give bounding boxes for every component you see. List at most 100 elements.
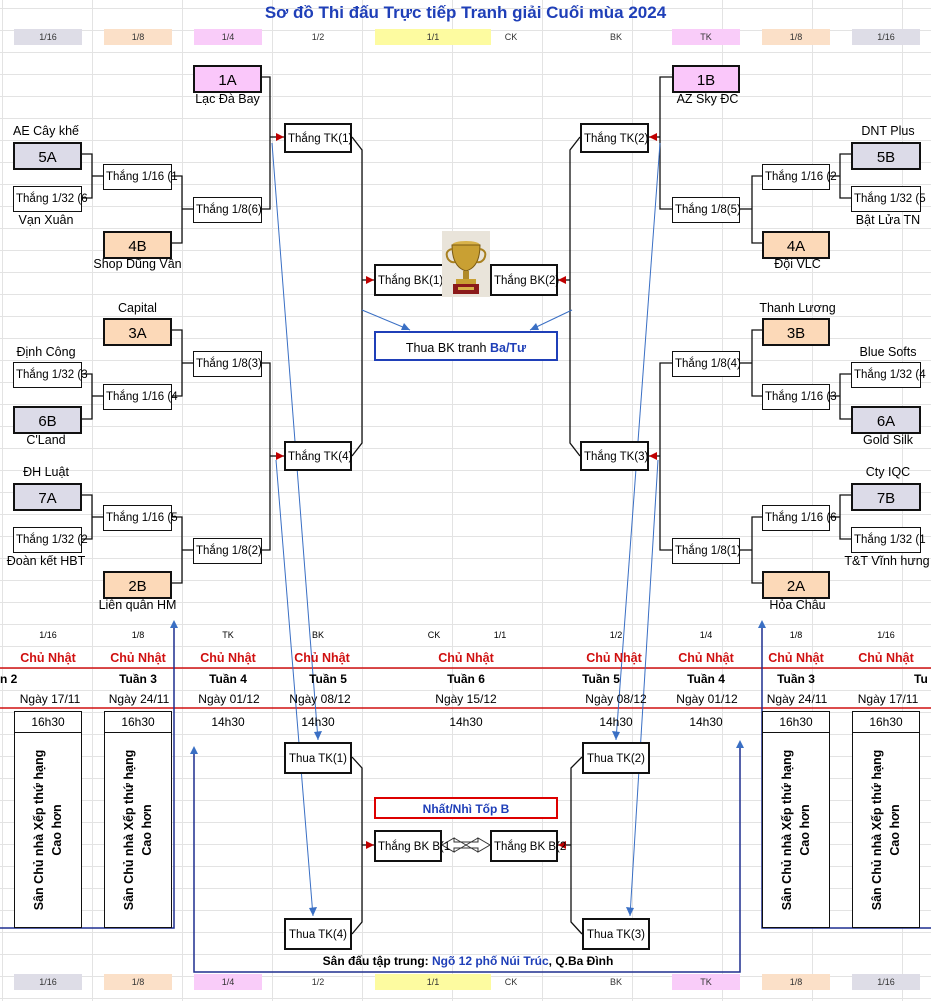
slot-box: Thắng BK(1) [374,264,444,296]
slot-box: Thắng 1/16 (2 [762,164,837,190]
team-label: Hỏa Châu [769,598,826,612]
seed-box: 2B [103,571,172,599]
venue-note: Sân Chủ nhà Xếp thứ hạng Cao hơn [122,749,154,911]
slot-box: Thắng 1/16 (3 [762,384,837,410]
team-label: T&T Vĩnh hưng [844,554,930,568]
round-code: 1/16 [39,630,57,640]
week-label: Tu [914,672,928,686]
date-label: Ngày 24/11 [766,692,828,706]
slot-box: Thắng 1/8(1) [672,538,741,564]
seed-box: 7B [851,483,921,511]
third-place-box: Thua BK tranh Ba/Tư [374,331,558,361]
team-label: Đội VLC [774,257,821,271]
slot-box: Thắng TK(2) [580,123,649,153]
round-code: 1/8 [131,630,145,640]
venue-note-box: Sân Chủ nhà Xếp thứ hạng Cao hơn [104,733,172,928]
slot-box: Thắng 1/8(2) [193,538,262,564]
seed-box: 5B [851,142,921,170]
week-label: n 2 [0,672,18,686]
round-code: 1/8 [789,630,803,640]
round-header: 1/4 [194,29,262,45]
team-label: ĐH Luật [23,465,69,479]
seed-box: 4B [103,231,172,259]
third-place-label: Thua BK tranh [405,341,490,355]
round-header: 1/8 [762,29,830,45]
round-code: TK [222,630,234,640]
venue-note: Sân Chủ nhà Xếp thứ hạng Cao hơn [32,749,64,911]
team-label: Định Công [16,345,76,359]
team-label: Đoàn kết HBT [6,554,86,568]
time-label: 14h30 [689,715,723,729]
slot-box: Thắng 1/32 (5 [851,186,926,212]
venue-suffix: , Q.Ba Đình [548,954,614,968]
round-header: 1/8 [762,974,830,990]
round-header: 1/8 [104,974,172,990]
slot-box: Thắng 1/32 (1 [851,527,926,553]
slot-box: Thắng BK B(2 [490,830,566,862]
team-label: Shop Dũng Vân [93,257,182,271]
day-label: Chủ Nhật [20,651,76,665]
date-label: Ngày 08/12 [585,692,647,706]
round-header: 1/16 [14,974,82,990]
round-header: 1/2 [311,32,325,42]
venue-note-box: Sân Chủ nhà Xếp thứ hạng Cao hơn [762,733,830,928]
day-label: Chủ Nhật [586,651,642,665]
round-header: BK [609,977,622,987]
day-label: Chủ Nhật [678,651,734,665]
week-label: Tuần 4 [209,672,247,686]
venue-note: Sân Chủ nhà Xếp thứ hạng Cao hơn [780,749,812,911]
slot-box: Thắng 1/16 (5 [103,505,178,531]
day-label: Chủ Nhật [110,651,166,665]
seed-box: 1B [672,65,740,93]
slot-box: Thắng TK(3) [580,441,649,471]
time-box: 16h30 [762,711,830,733]
time-label: 14h30 [211,715,245,729]
time-box: 16h30 [104,711,172,733]
round-header: 1/1 [375,974,491,990]
slot-box: Thua TK(1) [284,742,352,774]
day-label: Chủ Nhật [200,651,256,665]
seed-box: 5A [13,142,82,170]
round-code: 1/4 [699,630,713,640]
date-label: Ngày 17/11 [19,692,81,706]
date-label: Ngày 24/11 [108,692,170,706]
seed-box: 7A [13,483,82,511]
slot-box: Thắng TK(4) [284,441,352,471]
slot-box: Thua TK(2) [582,742,650,774]
round-header: 1/2 [311,977,325,987]
round-header: 1/16 [14,29,82,45]
team-label: Liên quân HM [98,598,177,612]
round-header: 1/1 [375,29,491,45]
team-label: AZ Sky ĐC [676,92,739,106]
seed-box: 6B [13,406,82,434]
date-label: Ngày 17/11 [857,692,919,706]
date-label: Ngày 01/12 [198,692,260,706]
week-label: Tuần 5 [309,672,347,686]
round-header: BK [609,32,622,42]
day-label: Chủ Nhật [438,651,494,665]
b-group-box: Nhất/Nhì Tốp B [374,797,558,819]
team-label: AE Cây khế [12,124,79,138]
team-label: DNT Plus [861,124,915,138]
trophy-icon [442,231,490,297]
slot-box: Thắng 1/8(4) [672,351,741,377]
venue-name: Ngõ 12 phố Núi Trúc [432,954,549,968]
day-label: Chủ Nhật [858,651,914,665]
round-header: 1/16 [852,29,920,45]
slot-box: Thắng 1/16 (1 [103,164,178,190]
date-label: Ngày 01/12 [676,692,738,706]
seed-box: 6A [851,406,921,434]
venue-prefix: Sân đấu tập trung: [322,954,432,968]
team-label: Vạn Xuân [18,213,74,227]
seed-box: 4A [762,231,830,259]
slot-box: Thắng 1/8(6) [193,197,262,223]
slot-box: Thắng 1/32 (3 [13,362,88,388]
team-label: C'Land [26,433,66,447]
time-label: 14h30 [449,715,483,729]
team-label: Bật Lửa TN [855,213,921,227]
team-label: Blue Softs [859,345,917,359]
day-label: Chủ Nhật [768,651,824,665]
slot-box: Thắng BK(2) [490,264,559,296]
slot-box: Thắng 1/32 (6 [13,186,88,212]
venue-note-box: Sân Chủ nhà Xếp thứ hạng Cao hơn [14,733,82,928]
